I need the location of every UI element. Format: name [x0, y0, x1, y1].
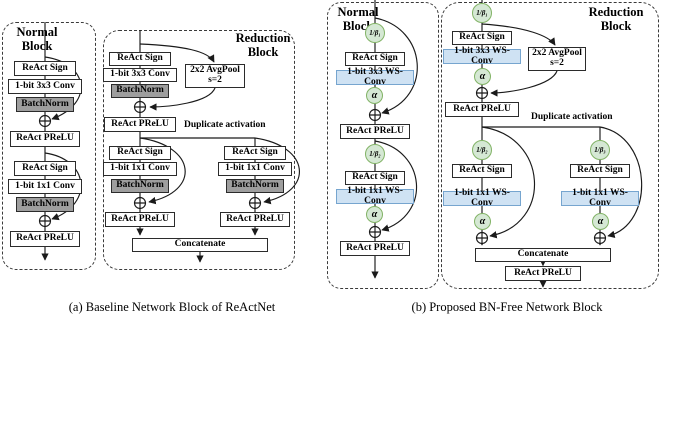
add-circle-icon [248, 196, 262, 210]
panel-a-normal-border [2, 22, 96, 270]
b-normal-skip-2 [374, 140, 417, 232]
b-normal-skip-1 [374, 17, 418, 115]
avgpool-label-line1: 2x2 AvgPool [190, 65, 240, 76]
react-sign-node: ReAct Sign [345, 52, 405, 66]
a-red-right-skip [254, 137, 300, 205]
react-prelu-node: ReAct PReLU [10, 131, 80, 147]
batchnorm-node: BatchNorm [16, 197, 74, 212]
react-sign-node: ReAct Sign [14, 61, 76, 76]
react-sign-node: ReAct Sign [452, 31, 512, 45]
react-sign-node: ReAct Sign [345, 171, 405, 185]
ws-conv-3x3-node: 1-bit 3x3 WS-Conv [443, 46, 521, 65]
alpha-scale-node: α [474, 213, 491, 230]
add-circle-icon [368, 225, 382, 239]
react-sign-node: ReAct Sign [109, 52, 171, 66]
add-circle-icon [133, 196, 147, 210]
react-prelu-node: ReAct PReLU [340, 241, 410, 256]
react-prelu-node: ReAct PReLU [105, 212, 175, 227]
add-circle-icon [133, 100, 147, 114]
add-circle-icon [475, 231, 489, 245]
react-prelu-node: ReAct PReLU [10, 231, 80, 247]
avgpool-label-line2: s=2 [550, 58, 564, 68]
inv-beta-scale-node: 1/β₂ [472, 140, 492, 160]
avgpool-node: 2x2 AvgPool s=2 [185, 64, 245, 88]
alpha-scale-node: α [474, 68, 491, 85]
react-sign-node: ReAct Sign [109, 146, 171, 160]
avgpool-label-line2: s=2 [208, 75, 222, 85]
b-red-right-skip [599, 126, 643, 238]
inv-beta-scale-node: 1/β₂ [365, 144, 385, 164]
batchnorm-node: BatchNorm [16, 97, 74, 112]
add-circle-icon [38, 214, 52, 228]
b-red-avgpool-to-add [490, 70, 558, 97]
react-sign-node: ReAct Sign [14, 161, 76, 176]
react-sign-node: ReAct Sign [224, 146, 286, 160]
panel-a-reduction-border [103, 30, 295, 270]
react-prelu-node: ReAct PReLU [505, 266, 581, 281]
add-circle-icon [593, 231, 607, 245]
avgpool-node: 2x2 AvgPool s=2 [528, 47, 586, 71]
duplicate-activation-label: Duplicate activation [531, 112, 613, 122]
conv-1x1-node: 1-bit 1x1 Conv [103, 162, 177, 176]
b-red-left-skip [481, 126, 536, 239]
a-red-left-skip [139, 137, 186, 205]
add-circle-icon [38, 114, 52, 128]
alpha-scale-node: α [366, 87, 383, 104]
ws-conv-1x1-node: 1-bit 1x1 WS-Conv [443, 188, 521, 207]
batchnorm-node: BatchNorm [226, 179, 284, 193]
a-red-skip-to-avgpool [139, 43, 215, 63]
react-sign-node: ReAct Sign [452, 164, 512, 178]
alpha-scale-node: α [592, 213, 609, 230]
concatenate-node: Concatenate [132, 238, 268, 252]
duplicate-activation-label: Duplicate activation [184, 120, 266, 130]
react-sign-node: ReAct Sign [570, 164, 630, 178]
batchnorm-node: BatchNorm [111, 179, 169, 193]
panel-b-reduction-border [441, 2, 659, 289]
add-circle-icon [475, 86, 489, 100]
caption-a: (a) Baseline Network Block of ReActNet [68, 300, 276, 314]
panel-b-normal-border [327, 2, 439, 289]
conv-1x1-node: 1-bit 1x1 Conv [8, 179, 82, 194]
conv-1x1-node: 1-bit 1x1 Conv [218, 162, 292, 176]
panel-a-normal-title: Normal Block [16, 25, 58, 53]
batchnorm-node: BatchNorm [111, 84, 169, 98]
concatenate-node: Concatenate [475, 248, 611, 262]
react-prelu-node: ReAct PReLU [220, 212, 290, 227]
ws-conv-1x1-node: 1-bit 1x1 WS-Conv [336, 186, 414, 205]
inv-beta-scale-node: 1/β₁ [472, 3, 492, 23]
inv-beta-scale-node: 1/β₃ [590, 140, 610, 160]
b-red-skip-to-avgpool [481, 23, 556, 46]
a-red-avgpool-to-add [149, 87, 216, 111]
caption-b: (b) Proposed BN-Free Network Block [411, 300, 603, 314]
conv-3x3-node: 1-bit 3x3 Conv [103, 68, 177, 82]
conv-3x3-node: 1-bit 3x3 Conv [8, 79, 82, 94]
alpha-scale-node: α [366, 206, 383, 223]
react-prelu-node: ReAct PReLU [104, 117, 176, 132]
avgpool-label-line1: 2x2 AvgPool [532, 48, 582, 59]
panel-b-reduction-title: Reduction Block [588, 5, 644, 33]
react-prelu-node: ReAct PReLU [340, 124, 410, 139]
react-prelu-node: ReAct PReLU [445, 102, 519, 117]
ws-conv-3x3-node: 1-bit 3x3 WS-Conv [336, 67, 414, 86]
panel-a-reduction-title: Reduction Block [235, 31, 291, 59]
add-circle-icon [368, 108, 382, 122]
ws-conv-1x1-node: 1-bit 1x1 WS-Conv [561, 188, 639, 207]
inv-beta-scale-node: 1/β₁ [365, 23, 385, 43]
